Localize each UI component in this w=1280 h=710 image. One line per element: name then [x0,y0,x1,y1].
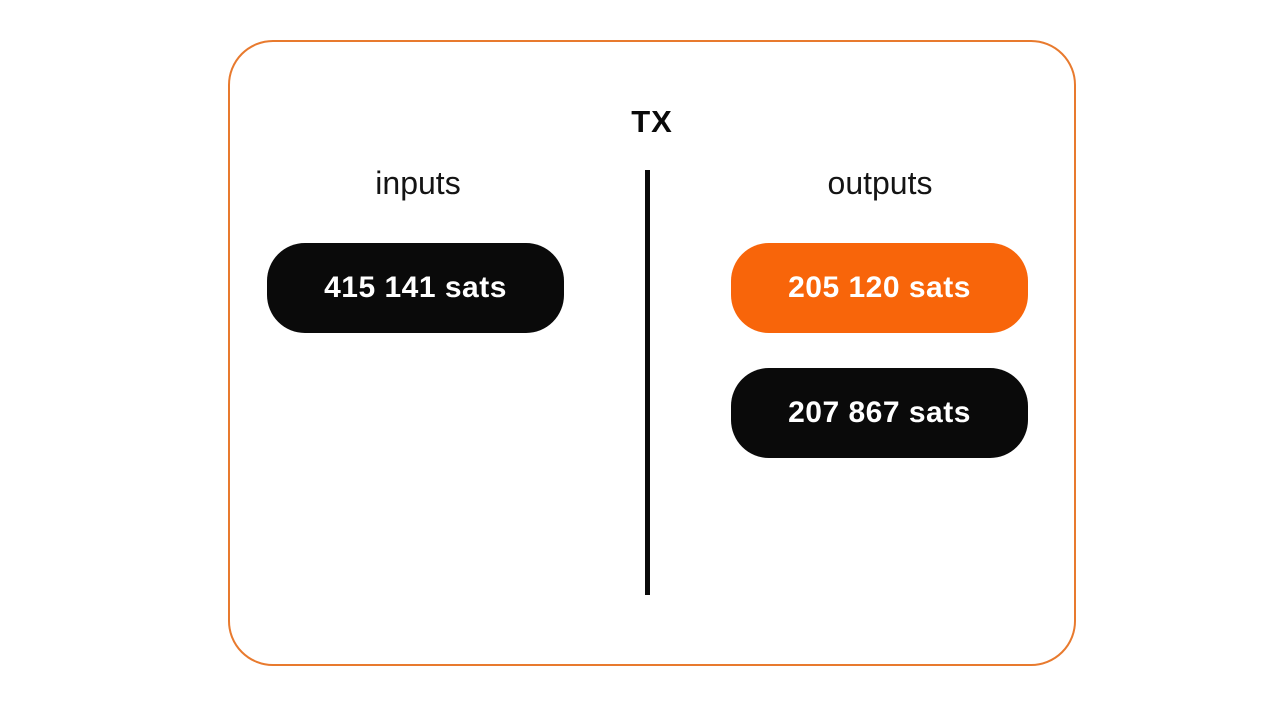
output-amount-pill-secondary: 207 867 sats [731,368,1028,458]
output-amount-pill-primary: 205 120 sats [731,243,1028,333]
inputs-outputs-divider [645,170,650,595]
transaction-title: TX [631,104,673,139]
transaction-frame: TX inputs outputs 415 141 sats 205 120 s… [228,40,1076,666]
inputs-column-label: inputs [375,165,461,201]
outputs-column-label: outputs [827,165,933,201]
input-amount-pill: 415 141 sats [267,243,564,333]
output-amount-text-primary: 205 120 sats [788,271,971,304]
output-amount-text-secondary: 207 867 sats [788,396,971,429]
input-amount-text: 415 141 sats [324,271,507,304]
